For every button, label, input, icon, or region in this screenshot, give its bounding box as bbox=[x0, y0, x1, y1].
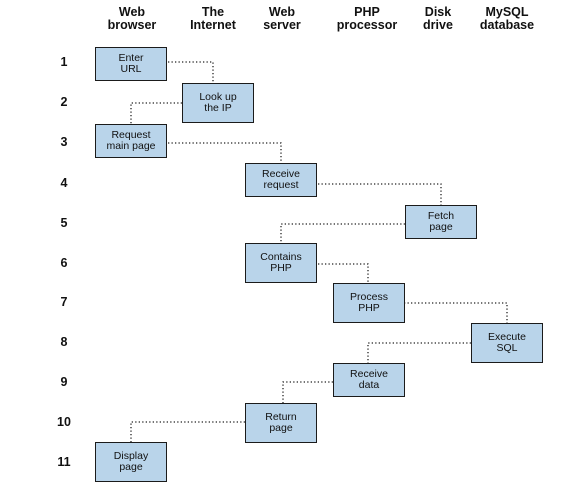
connector-execute-sql-to-receive-data bbox=[367, 342, 471, 363]
row-number: 3 bbox=[60, 135, 68, 149]
step-line1: Enter bbox=[118, 51, 144, 64]
step-line2: SQL bbox=[496, 342, 518, 354]
row-number: 8 bbox=[60, 335, 68, 349]
row-number: 2 bbox=[60, 95, 68, 109]
connector-receive-data-to-return-page bbox=[282, 381, 333, 403]
connector-look-up-ip-to-request-main-page bbox=[130, 102, 182, 124]
step-line1: Request bbox=[111, 128, 151, 141]
connector-return-page-to-display-page bbox=[130, 421, 245, 442]
column-header-line2: drive bbox=[423, 18, 453, 32]
column-header-line1: The bbox=[201, 5, 225, 19]
column-header-line2: processor bbox=[336, 18, 398, 32]
connector-fetch-page-to-contains-php bbox=[280, 223, 405, 243]
step-line1: Execute bbox=[488, 330, 526, 343]
step-line1: Process bbox=[350, 290, 388, 303]
step-line2: page bbox=[429, 221, 453, 233]
step-line1: Receive bbox=[262, 167, 300, 180]
column-header-line2: database bbox=[479, 18, 535, 32]
column-header-line1: PHP bbox=[354, 5, 380, 19]
step-line1: Fetch bbox=[427, 209, 455, 222]
step-line1: Look up bbox=[199, 90, 237, 103]
column-header-line2: browser bbox=[107, 18, 157, 32]
connector-enter-url-to-look-up-ip bbox=[168, 61, 214, 83]
row-number: 5 bbox=[60, 216, 68, 230]
row-number: 11 bbox=[57, 455, 71, 469]
column-header-mysql-database: MySQL database bbox=[462, 6, 552, 32]
column-header-disk-drive: Disk drive bbox=[393, 6, 483, 32]
step-return-page: Return page bbox=[245, 403, 317, 443]
connector-contains-php-to-process-php bbox=[318, 263, 369, 283]
row-number: 9 bbox=[60, 375, 68, 389]
column-header-internet: The Internet bbox=[168, 6, 258, 32]
column-header-line1: Disk bbox=[424, 5, 452, 19]
column-header-line1: MySQL bbox=[485, 5, 529, 19]
step-display-page: Display page bbox=[95, 442, 167, 482]
step-receive-request: Receive request bbox=[245, 163, 317, 197]
step-process-php: Process PHP bbox=[333, 283, 405, 323]
step-line2: the IP bbox=[204, 102, 232, 114]
step-enter-url: Enter URL bbox=[95, 47, 167, 81]
row-number: 7 bbox=[60, 295, 68, 309]
column-header-php-processor: PHP processor bbox=[322, 6, 412, 32]
step-line1: Return bbox=[265, 410, 297, 423]
step-request-main-page: Request main page bbox=[95, 124, 167, 158]
step-contains-php: Contains PHP bbox=[245, 243, 317, 283]
row-number: 1 bbox=[60, 55, 68, 69]
step-line2: page bbox=[119, 461, 143, 473]
step-line2: PHP bbox=[358, 302, 380, 314]
step-line2: URL bbox=[120, 63, 142, 75]
row-number: 4 bbox=[60, 176, 68, 190]
column-header-line1: Web bbox=[118, 5, 146, 19]
step-line2: request bbox=[263, 179, 299, 191]
step-fetch-page: Fetch page bbox=[405, 205, 477, 239]
column-header-web-server: Web server bbox=[237, 6, 327, 32]
step-line1: Receive bbox=[350, 367, 388, 380]
step-line2: page bbox=[269, 422, 293, 434]
step-line1: Display bbox=[113, 449, 149, 462]
step-line2: data bbox=[358, 379, 380, 391]
column-header-line2: server bbox=[263, 18, 301, 32]
connector-request-main-page-to-receive-request bbox=[168, 142, 282, 163]
step-receive-data: Receive data bbox=[333, 363, 405, 397]
step-look-up-ip: Look up the IP bbox=[182, 83, 254, 123]
step-line2: main page bbox=[106, 140, 156, 152]
row-number: 6 bbox=[60, 256, 68, 270]
connector-receive-request-to-fetch-page bbox=[318, 183, 442, 205]
step-execute-sql: Execute SQL bbox=[471, 323, 543, 363]
column-header-line2: Internet bbox=[190, 18, 236, 32]
row-number: 10 bbox=[57, 415, 71, 429]
column-header-line1: Web bbox=[268, 5, 296, 19]
step-line1: Contains bbox=[260, 250, 302, 263]
step-line2: PHP bbox=[270, 262, 292, 274]
connector-process-php-to-execute-sql bbox=[404, 302, 508, 323]
column-header-web-browser: Web browser bbox=[87, 6, 177, 32]
